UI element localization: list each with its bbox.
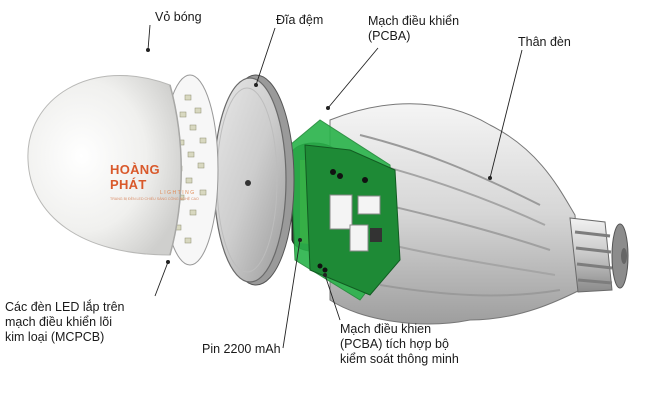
label-mach-dieu-khien-line1: Mạch điều khiển [368,14,460,28]
leader-dots [146,48,492,277]
leader-led [154,261,169,297]
label-mach-dieu-khien: Mạch điều khiển (PCBA) [368,14,459,44]
leader-lines [147,24,523,349]
label-mach-dieu-khien-line2: (PCBA) [368,29,411,43]
watermark-logo: HOÀNG PHÁT LIGHTING TRANG BỊ ĐÈN LED CHI… [110,162,200,201]
watermark-brand: HOÀNG PHÁT [110,162,160,192]
screw-base [569,217,629,293]
label-mtm-line1: Mạch điều khien [340,322,432,336]
leader-dia-dem [255,27,276,86]
label-mtm-line2: (PCBA) tích hợp bộ [340,337,449,351]
label-dia-dem: Đĩa đệm [276,13,324,27]
dome-shell [27,75,182,256]
label-vo-bong: Vỏ bóng [155,10,202,24]
leader-than-den [489,49,523,179]
label-led-mcpcb: Các đèn LED lắp trên mạch điều khiển lõi… [5,300,125,345]
leader-pin [282,239,301,349]
leader-pcba [327,47,379,109]
label-mtm-line3: kiểm soát thông minh [340,352,459,366]
leader-mach-thong-minh [324,274,341,321]
label-than-den: Thân đèn [518,35,571,49]
label-mach-thong-minh: Mạch điều khien (PCBA) tích hợp bộ kiểm … [340,322,459,367]
pcba-board [289,119,401,301]
label-pin: Pin 2200 mAh [202,342,281,356]
label-led-line3: kim loại (MCPCB) [5,330,105,344]
label-led-line1: Các đèn LED lắp trên [5,300,125,314]
watermark-tagline: TRANG BỊ ĐÈN LED CHIẾU SÁNG CÔNG NGHỆ CA… [110,197,199,201]
spacer-disc [213,74,295,286]
watermark-sub: LIGHTING [160,190,196,196]
label-led-line2: mạch điều khiển lõi [5,315,113,329]
leader-vo-bong [147,24,151,51]
